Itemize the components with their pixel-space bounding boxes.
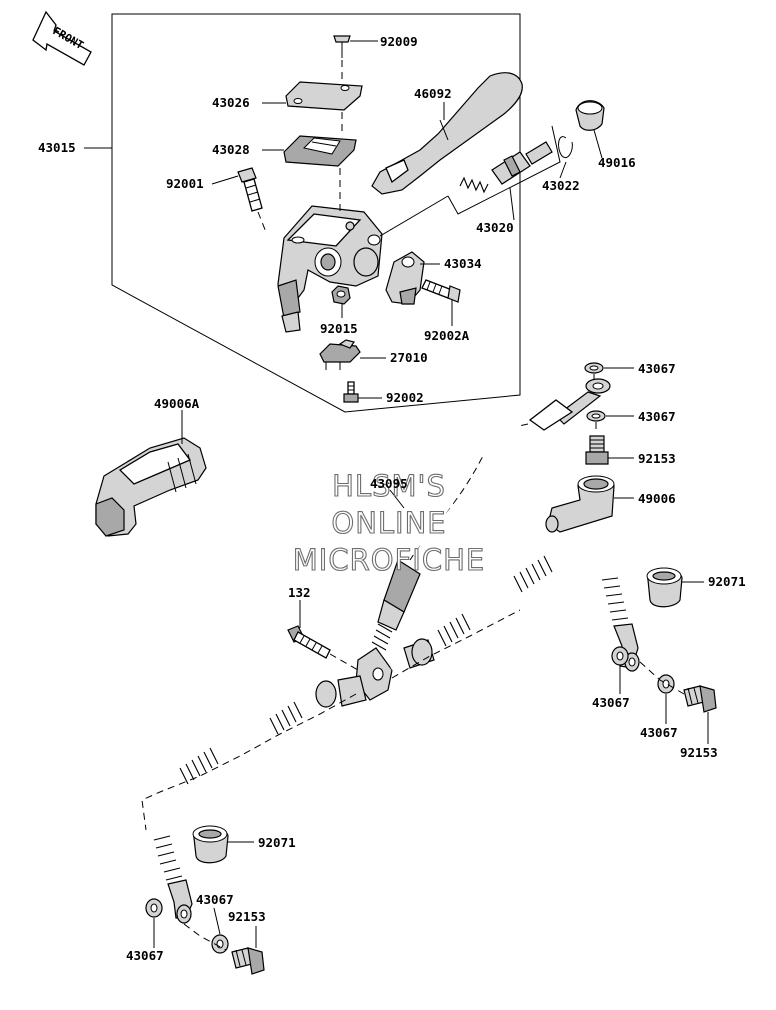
screw-92009-icon — [333, 35, 351, 58]
label-49006: 49006 — [638, 491, 676, 506]
watermark-line2: ONLINE — [331, 506, 446, 540]
bolt-92153-a-icon — [585, 435, 609, 465]
label-46092: 46092 — [414, 86, 452, 101]
label-92071-a: 92071 — [708, 574, 746, 589]
grommet-92071-a-icon — [646, 567, 683, 608]
label-43034: 43034 — [444, 256, 482, 271]
dust-boot-49016-icon — [575, 100, 605, 131]
watermark-line1: HLSM'S — [332, 469, 446, 503]
diaphragm-43028-icon — [283, 135, 357, 167]
cover-49006-icon — [545, 475, 615, 533]
label-43028: 43028 — [212, 142, 250, 157]
bolt-92002A-icon — [421, 279, 461, 303]
label-49006A: 49006A — [154, 396, 200, 411]
label-92071-b: 92071 — [258, 835, 296, 850]
label-43022: 43022 — [542, 178, 580, 193]
brake-lever-46092-icon — [371, 72, 523, 195]
front-arrow-icon: FRONT — [32, 10, 92, 66]
label-92002: 92002 — [386, 390, 424, 405]
bolt-132-icon — [287, 625, 331, 659]
label-92015: 92015 — [320, 321, 358, 336]
label-43067-d: 43067 — [640, 725, 678, 740]
piston-kit-bracket — [447, 125, 561, 215]
label-92153-c: 92153 — [228, 909, 266, 924]
circlip-43022-icon — [558, 136, 573, 158]
label-49016: 49016 — [598, 155, 636, 170]
hose-43095-upper-icon — [366, 423, 529, 651]
cover-49006A-icon — [95, 437, 207, 537]
reservoir-cap-43026-icon — [285, 81, 363, 111]
label-92153-a: 92153 — [638, 451, 676, 466]
clamp-43034-icon — [385, 251, 425, 305]
label-92002A: 92002A — [424, 328, 470, 343]
hose-left-branch-icon — [144, 675, 367, 924]
bolt-92153-b-icon — [683, 685, 717, 713]
piston-kit-43020-icon — [459, 141, 553, 194]
label-132: 132 — [288, 585, 311, 600]
watermark-line3: MICROFICHE — [293, 543, 485, 577]
label-43067-e: 43067 — [196, 892, 234, 907]
banjo-upper-icon — [528, 378, 611, 431]
assembly-43015-outline — [111, 13, 521, 413]
grommet-92071-b-icon — [192, 825, 229, 864]
master-cylinder-body-icon — [277, 205, 383, 333]
label-27010: 27010 — [390, 350, 428, 365]
label-43020: 43020 — [476, 220, 514, 235]
label-92001: 92001 — [166, 176, 204, 191]
label-43067-c: 43067 — [592, 695, 630, 710]
bolt-92153-c-icon — [231, 947, 265, 975]
label-43026: 43026 — [212, 95, 250, 110]
washer-43067-a-icon — [584, 362, 604, 374]
washer-43067-b-icon — [586, 410, 606, 422]
washer-43067-d-icon — [657, 674, 675, 694]
label-43067-b: 43067 — [638, 409, 676, 424]
brake-switch-27010-icon — [319, 339, 361, 370]
hose-right-branch-icon — [390, 537, 640, 677]
label-43015: 43015 — [38, 140, 76, 155]
bolt-92001-icon — [237, 167, 263, 212]
label-43067-f: 43067 — [126, 948, 164, 963]
label-92009: 92009 — [380, 34, 418, 49]
washer-43067-c-icon — [611, 646, 629, 666]
washer-43067-e-icon — [145, 898, 163, 918]
nut-92015-icon — [331, 285, 351, 305]
label-92153-b: 92153 — [680, 745, 718, 760]
label-43067-a: 43067 — [638, 361, 676, 376]
label-43095: 43095 — [370, 476, 408, 491]
screw-92002-icon — [343, 381, 359, 403]
